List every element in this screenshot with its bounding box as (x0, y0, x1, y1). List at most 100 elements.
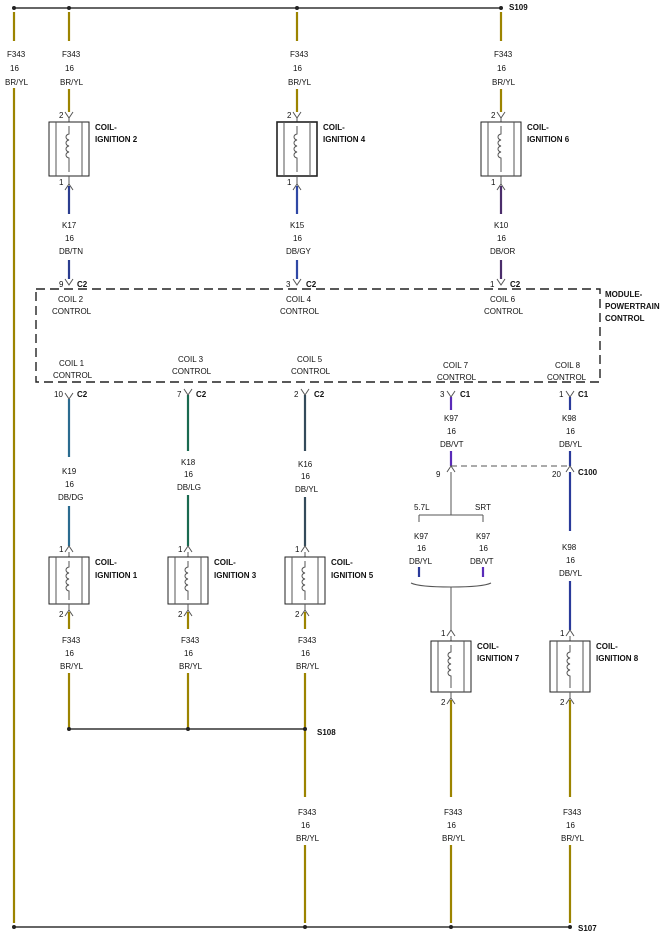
variant-srt-label: SRT (475, 503, 491, 512)
pin-label: 2 (59, 111, 64, 120)
splice-s108: S108 (67, 727, 336, 737)
wire-circuit-label: K98 (562, 414, 577, 423)
wire-color-label: DB/VT (470, 557, 494, 566)
wire-f343-left: F343 16 BR/YL (5, 12, 29, 923)
pcm-coil-2-label: COIL 2 (58, 295, 84, 304)
wire-gauge-label: 16 (301, 472, 310, 481)
wire-circuit-label: F343 (494, 50, 513, 59)
pcm-control-label: CONTROL (484, 307, 524, 316)
wire-circuit-label: F343 (7, 50, 26, 59)
wire-gauge-label: 16 (497, 64, 506, 73)
s108-label: S108 (317, 728, 336, 737)
wire-color-label: DB/YL (559, 569, 583, 578)
connector-label: C2 (510, 280, 521, 289)
connector-label: C2 (77, 280, 88, 289)
pcm-control-label: CONTROL (291, 367, 331, 376)
circuit-coil-8: 1 C1 K98 16 DB/YL 20 K98 16 DB/YL 1 COIL… (549, 390, 639, 923)
wire-gauge-label: 16 (65, 480, 74, 489)
wire-gauge-label: 16 (301, 649, 310, 658)
c100-label: C100 (578, 468, 598, 477)
pcm-control-label: CONTROL (437, 373, 477, 382)
circuit-coil-3: 7 C2 K18 16 DB/LG 1 COIL- IGNITION 3 2 F… (167, 388, 257, 729)
coil-3-label-line2: IGNITION 3 (214, 571, 257, 580)
wire-gauge-label: 16 (566, 821, 575, 830)
pcm-control-label: CONTROL (172, 367, 212, 376)
s107-label: S107 (578, 924, 597, 933)
coil-1-label-line1: COIL- (95, 558, 117, 567)
wire-circuit-label: K97 (444, 414, 459, 423)
pin-label: 9 (59, 280, 64, 289)
wire-circuit-label: K16 (298, 460, 313, 469)
wire-gauge-label: 16 (566, 427, 575, 436)
wire-circuit-label: F343 (298, 808, 317, 817)
connector-label: C1 (578, 390, 589, 399)
wire-gauge-label: 16 (447, 427, 456, 436)
wire-gauge-label: 16 (566, 556, 575, 565)
wire-color-label: DB/YL (559, 440, 583, 449)
connector-c100: C100 (451, 465, 598, 477)
wire-gauge-label: 16 (65, 64, 74, 73)
pin-label: 20 (552, 470, 561, 479)
wire-gauge-label: 16 (417, 544, 426, 553)
pin-label: 2 (59, 610, 64, 619)
wire-color-label: BR/YL (296, 662, 320, 671)
coil-5-label-line2: IGNITION 5 (331, 571, 374, 580)
pin-label: 1 (559, 390, 564, 399)
pcm-control-label: CONTROL (53, 371, 93, 380)
pcm-title-line3: CONTROL (605, 314, 645, 323)
pcm-coil-7-label: COIL 7 (443, 361, 469, 370)
pin-label: 1 (491, 178, 496, 187)
wire-color-label: DB/LG (177, 483, 201, 492)
pcm-control-label: CONTROL (52, 307, 92, 316)
circuit-coil-6: F343 16 BR/YL 2 COIL- IGNITION 6 1 K10 1… (480, 12, 570, 289)
pin-label: 7 (177, 390, 182, 399)
module-powertrain-control: MODULE- POWERTRAIN CONTROL COIL 2 CONTRO… (35, 288, 660, 383)
coil-7-label-line2: IGNITION 7 (477, 654, 520, 663)
pin-label: 3 (286, 280, 291, 289)
splice-s107: S107 (12, 924, 597, 933)
wire-gauge-label: 16 (447, 821, 456, 830)
pcm-coil-4-label: COIL 4 (286, 295, 312, 304)
coil-7-label-line1: COIL- (477, 642, 499, 651)
wire-gauge-label: 16 (65, 234, 74, 243)
wire-gauge-label: 16 (479, 544, 488, 553)
wire-gauge-label: 16 (184, 649, 193, 658)
pin-label: 2 (560, 698, 565, 707)
wire-circuit-label: K19 (62, 467, 77, 476)
splice-s109: S109 (12, 3, 528, 12)
pin-label: 1 (178, 545, 183, 554)
coil-6-label-line1: COIL- (527, 123, 549, 132)
wire-color-label: DB/DG (58, 493, 83, 502)
pin-label: 1 (295, 545, 300, 554)
pcm-control-label: CONTROL (547, 373, 587, 382)
connector-label: C1 (460, 390, 471, 399)
wire-circuit-label: K18 (181, 458, 196, 467)
coil-4-label-line1: COIL- (323, 123, 345, 132)
wire-circuit-label: K97 (476, 532, 491, 541)
circuit-coil-1: 10 C2 K19 16 DB/DG 1 COIL- IGNITION 1 2 … (48, 390, 138, 729)
wire-circuit-label: F343 (444, 808, 463, 817)
coil-3-label-line1: COIL- (214, 558, 236, 567)
s109-label: S109 (509, 3, 528, 12)
wire-circuit-label: F343 (62, 50, 81, 59)
wire-gauge-label: 16 (184, 470, 193, 479)
wire-circuit-label: K17 (62, 221, 77, 230)
pin-label: 2 (178, 610, 183, 619)
pin-label: 2 (491, 111, 496, 120)
wire-color-label: DB/OR (490, 247, 516, 256)
pcm-coil-6-label: COIL 6 (490, 295, 516, 304)
pin-label: 2 (287, 111, 292, 120)
pin-label: 2 (295, 610, 300, 619)
coil-8-label-line1: COIL- (596, 642, 618, 651)
wire-color-label: BR/YL (179, 662, 203, 671)
wire-gauge-label: 16 (65, 649, 74, 658)
pin-label: 2 (294, 390, 299, 399)
wire-circuit-label: F343 (290, 50, 309, 59)
pin-label: 1 (441, 629, 446, 638)
pin-label: 3 (440, 390, 445, 399)
wire-color-label: DB/YL (295, 485, 319, 494)
wire-circuit-label: F343 (62, 636, 81, 645)
coil-2-label-line1: COIL- (95, 123, 117, 132)
wire-color-label: DB/VT (440, 440, 464, 449)
